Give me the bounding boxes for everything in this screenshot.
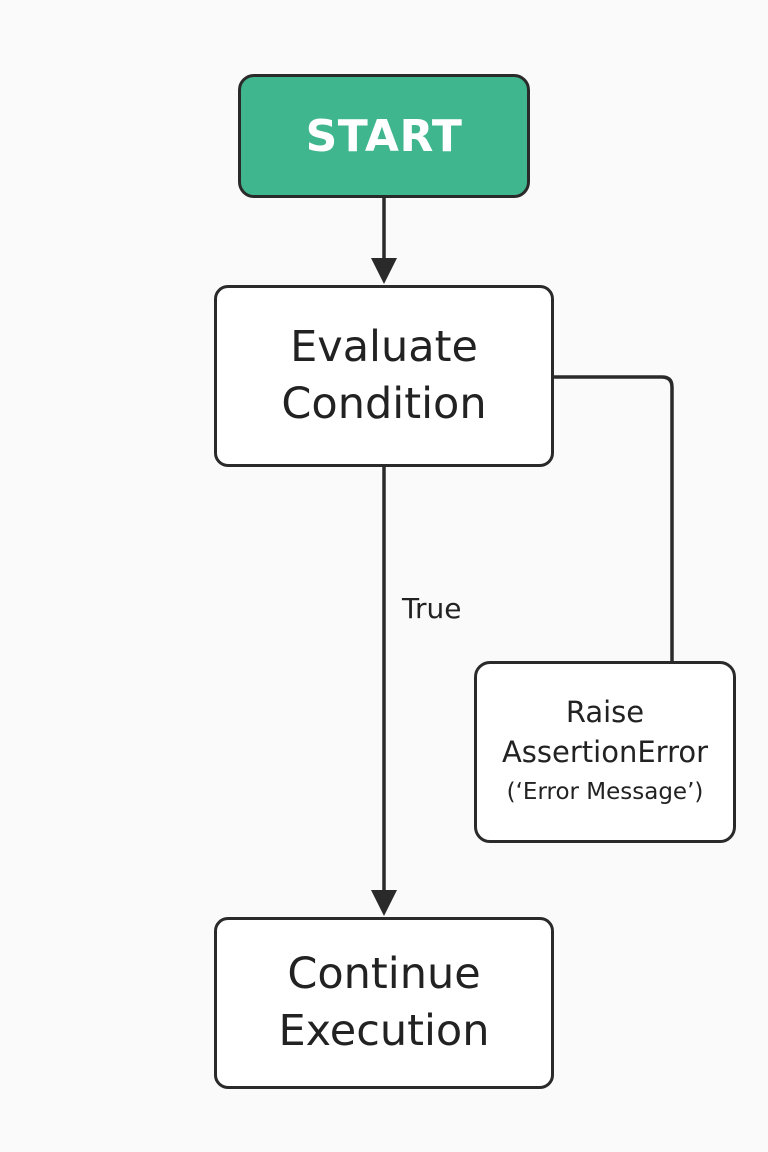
- edge-label-true: True: [402, 592, 462, 625]
- start-node[interactable]: START: [238, 74, 530, 198]
- arrowhead-to-continue: [371, 890, 397, 916]
- raise-node-line-3: (‘Error Message’): [506, 779, 704, 805]
- raise-node-line-1: Raise: [565, 695, 645, 729]
- evaluate-condition-node[interactable]: Evaluate Condition: [214, 285, 554, 467]
- continue-node-line-2: Execution: [278, 1006, 490, 1056]
- evaluate-node-line-2: Condition: [281, 379, 487, 429]
- raise-node-line-2: AssertionError: [501, 735, 709, 769]
- raise-assertion-error-node[interactable]: Raise AssertionError (‘Error Message’): [474, 661, 736, 843]
- edge-evaluate-to-raise: [554, 375, 674, 661]
- arrowhead-to-evaluate: [371, 258, 397, 284]
- continue-node-line-1: Continue: [287, 949, 481, 999]
- start-node-label: START: [305, 110, 463, 162]
- evaluate-node-line-1: Evaluate: [290, 322, 478, 372]
- continue-execution-node[interactable]: Continue Execution: [214, 917, 554, 1089]
